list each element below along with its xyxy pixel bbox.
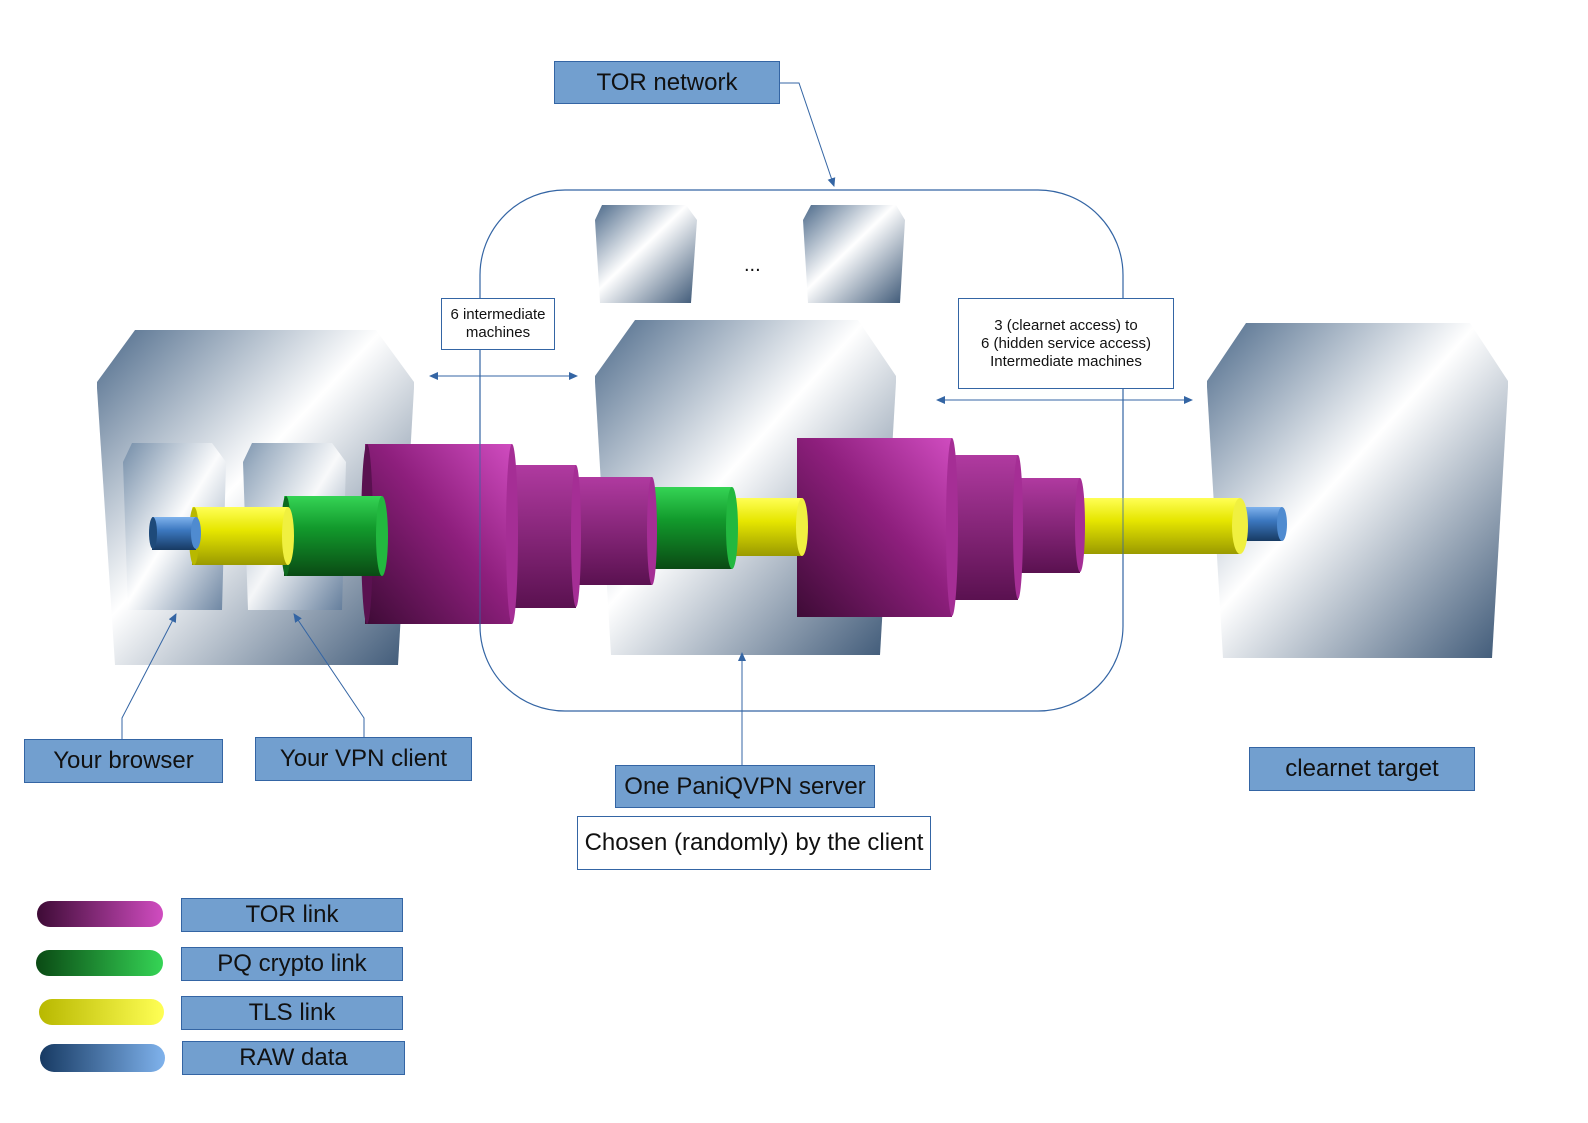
tls-cylinder bbox=[39, 999, 164, 1025]
clearnet-target-machine bbox=[1207, 323, 1508, 658]
tor-network-connector bbox=[780, 82, 836, 187]
tls-segment bbox=[192, 507, 288, 565]
raw-data-segment bbox=[152, 517, 196, 550]
tls-segment bbox=[730, 498, 802, 556]
raw-data-cylinder bbox=[40, 1044, 165, 1072]
legend-tls-link-label: TLS link bbox=[181, 996, 403, 1030]
tor-segment bbox=[1018, 478, 1080, 573]
chosen-randomly-note: Chosen (randomly) by the client bbox=[577, 816, 931, 870]
your-browser-label: Your browser bbox=[24, 739, 223, 783]
browser-connector bbox=[121, 613, 177, 740]
tls-segment bbox=[1080, 498, 1240, 554]
tor-segment bbox=[365, 444, 512, 624]
six-intermediate-note: 6 intermediate machines bbox=[441, 298, 555, 350]
your-vpn-client-label: Your VPN client bbox=[255, 737, 472, 781]
tor-link-cylinder bbox=[37, 901, 163, 927]
pq-crypto-cylinder bbox=[36, 950, 163, 976]
clearnet-target-label: clearnet target bbox=[1249, 747, 1475, 791]
tor-segment bbox=[797, 438, 952, 617]
three-to-six-note: 3 (clearnet access) to 6 (hidden service… bbox=[958, 298, 1174, 389]
pq-crypto-segment bbox=[650, 487, 732, 569]
paniqvpn-server-label: One PaniQVPN server bbox=[615, 765, 875, 808]
ellipsis-label: ... bbox=[744, 254, 761, 276]
pq-crypto-segment bbox=[284, 496, 382, 576]
tunnel bbox=[149, 438, 1287, 624]
tor-segment bbox=[950, 455, 1018, 600]
legend-tor-link-label: TOR link bbox=[181, 898, 403, 932]
tor-relay-machine bbox=[595, 205, 697, 303]
tor-relay-machine bbox=[803, 205, 905, 303]
legend-raw-data-label: RAW data bbox=[182, 1041, 405, 1075]
legend-pq-crypto-label: PQ crypto link bbox=[181, 947, 403, 981]
tor-network-label: TOR network bbox=[554, 61, 780, 104]
tor-segment bbox=[575, 477, 652, 585]
vpn-client-connector bbox=[293, 613, 365, 738]
tor-segment bbox=[510, 465, 576, 608]
